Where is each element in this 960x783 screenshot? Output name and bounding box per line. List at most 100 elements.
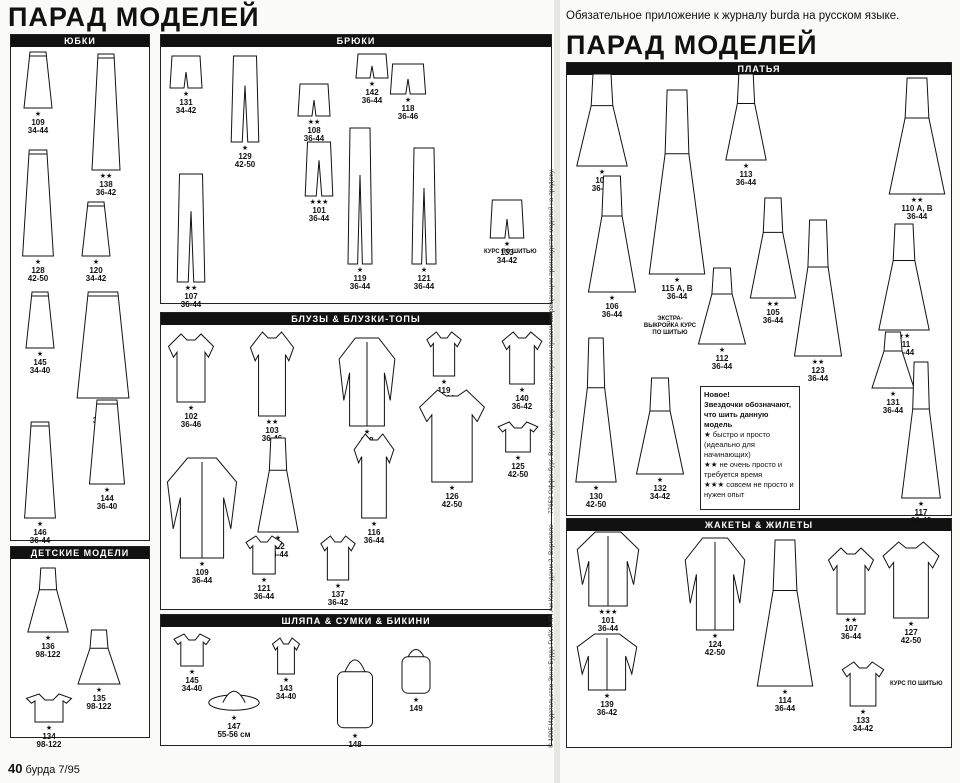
model-number: 107 [844, 624, 858, 633]
size-range: 42-50 [441, 500, 463, 509]
model-number: 103 [265, 426, 279, 435]
difficulty-stars: ★ [274, 535, 282, 542]
model-number: 121 [417, 274, 431, 283]
size-range: 34-40 [181, 684, 203, 693]
section-label-dresses: ПЛАТЬЯ [567, 63, 951, 75]
garment-sketch [355, 53, 389, 79]
star-legend-box: Новое! Звездочки обозначают, что шить да… [700, 386, 800, 510]
size-range: 42-50 [585, 500, 607, 509]
garment-sketch [230, 55, 260, 143]
size-range: 36-44 [413, 282, 435, 291]
size-range: 36-44 [840, 632, 862, 641]
difficulty-stars: ★★ [766, 301, 780, 308]
size-range: 42-50 [27, 274, 49, 283]
garment-sketch [684, 537, 746, 631]
difficulty-stars: ★ [34, 259, 42, 266]
model-number: 142 [365, 88, 379, 97]
garment-sketch [882, 541, 940, 619]
difficulty-stars: ★ [351, 733, 359, 740]
model-number: 140 [515, 394, 529, 403]
difficulty-stars: ★ [718, 347, 726, 354]
size-range: 36-42 [596, 708, 618, 717]
garment-sketch [697, 267, 747, 345]
difficulty-stars: ★ [356, 267, 364, 274]
size-range: 36-44 [253, 592, 275, 601]
model-number: 134 [42, 732, 56, 741]
garment-sketch [24, 421, 56, 519]
garment-sketch [418, 389, 486, 483]
size-range: 36-44 [711, 362, 733, 371]
size-range: 36-46 [180, 420, 202, 429]
size-range: 36-42 [95, 188, 117, 197]
size-range: 36-44 [303, 134, 325, 143]
difficulty-stars: ★ [260, 577, 268, 584]
difficulty-stars: ★ [711, 633, 719, 640]
model-item-149: ★149 [396, 640, 436, 713]
model-number: 133 [500, 248, 514, 257]
model-number: 136 [41, 642, 55, 651]
difficulty-stars: ★ [404, 97, 412, 104]
model-number: 133 [856, 716, 870, 725]
section-label-skirts: ЮБКИ [11, 35, 149, 47]
model-number: 119 [437, 386, 451, 395]
size-range: 36-42 [327, 598, 349, 607]
model-number: 113 [739, 170, 753, 179]
difficulty-stars: ★ [230, 715, 238, 722]
page-subtitle: Обязательное приложение к журналу burda … [566, 10, 900, 22]
garment-sketch [23, 51, 53, 109]
extra-pattern-label: ЭКСТРА-ВЫКРОЙКА КУРС ПО ШИТЬЮ [643, 316, 697, 336]
garment-sketch [167, 333, 215, 403]
size-range: 42-50 [234, 160, 256, 169]
size-range: 36-46 [397, 112, 419, 121]
model-number: 131 [179, 98, 193, 107]
difficulty-stars: ★ [188, 669, 196, 676]
garment-sketch [245, 535, 283, 575]
garment-sketch [337, 659, 373, 729]
section-label-trousers: БРЮКИ [161, 35, 551, 47]
section-label-kids: ДЕТСКИЕ МОДЕЛИ [11, 547, 149, 559]
garment-sketch [878, 223, 930, 331]
section-label-hats: ШЛЯПА & СУМКИ & БИКИНИ [161, 615, 551, 627]
model-number: 144 [100, 494, 114, 503]
model-number: 116 [367, 528, 381, 537]
page-title-left: ПАРАД МОДЕЛЕЙ [8, 2, 260, 32]
model-number: 130 [589, 492, 603, 501]
size-range: 36-44 [601, 310, 623, 319]
garment-sketch [501, 331, 543, 385]
model-number: 109 [31, 118, 45, 127]
size-range: 36-44 [735, 178, 757, 187]
garment-sketch [338, 337, 396, 427]
page-footer: 40 бурда 7/95 [8, 761, 80, 776]
difficulty-stars: ★ [514, 455, 522, 462]
difficulty-stars: ★ [440, 379, 448, 386]
model-number: 104 [595, 176, 609, 185]
size-range: 98-122 [36, 740, 62, 749]
model-number: 110 А, В [901, 204, 933, 213]
garment-sketch [169, 55, 203, 89]
size-range: 34-44 [27, 126, 49, 135]
model-number: 128 [31, 266, 45, 275]
size-range: 36-44 [597, 624, 619, 633]
difficulty-stars: ★★ [307, 119, 321, 126]
course-label-trousers: КУРС ПО ШИТЬЮ [484, 249, 537, 255]
difficulty-stars: ★ [518, 387, 526, 394]
